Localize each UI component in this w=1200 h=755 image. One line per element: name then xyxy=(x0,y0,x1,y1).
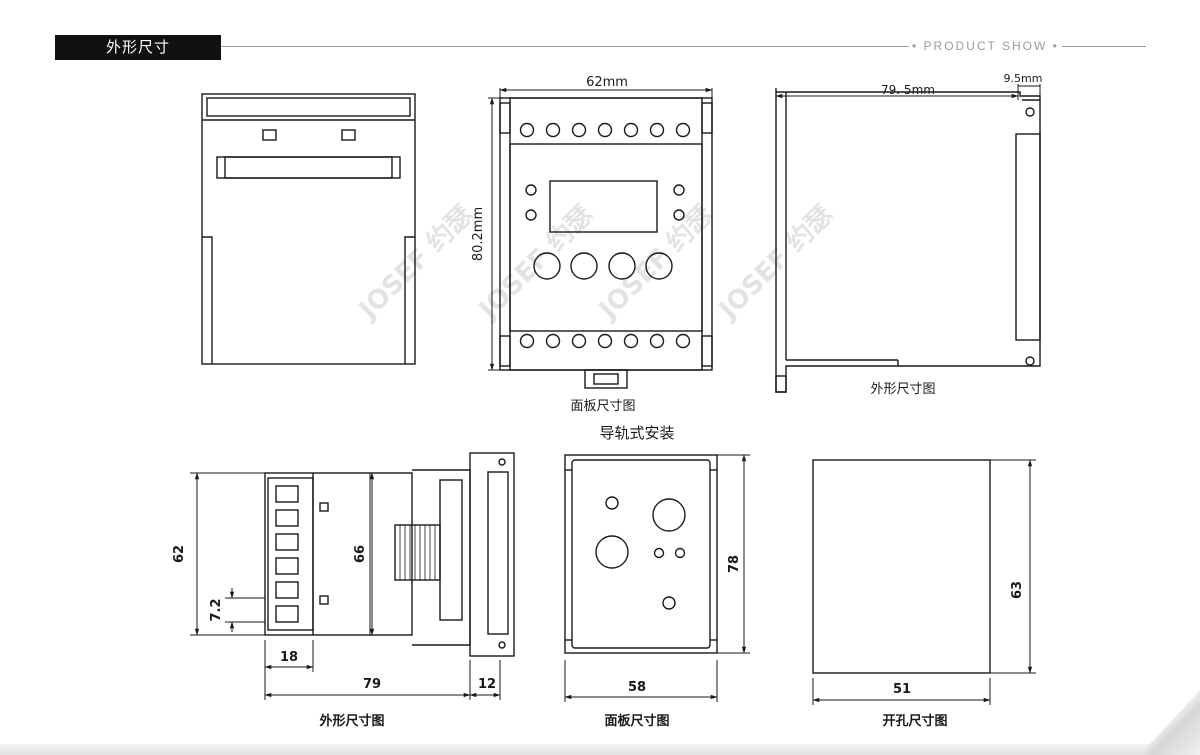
dim-66: 66 xyxy=(353,545,368,563)
side-caption: 外形尺寸图 xyxy=(870,382,935,397)
side-extra-label: 9.5mm xyxy=(1004,72,1043,85)
bottom-panel-caption: 面板尺寸图 xyxy=(604,713,669,729)
dim-51: 51 xyxy=(893,682,911,697)
watermark-4: JOSEF 约瑟 xyxy=(712,199,839,326)
dim-78: 78 xyxy=(727,555,742,573)
product-show-label: • PRODUCT SHOW • xyxy=(912,39,1059,53)
section-title: 外形尺寸 xyxy=(55,35,221,60)
dim-18: 18 xyxy=(280,650,298,665)
top-front-view xyxy=(488,87,713,389)
watermark-group: JOSEF 约瑟 JOSEF 约瑟 JOSEF 约瑟 JOSEF 约瑟 xyxy=(352,199,839,326)
side-depth-label: 79. 5mm xyxy=(881,83,935,97)
top-side-view xyxy=(775,84,1041,393)
top-left-view xyxy=(201,93,416,365)
front-width-label: 62mm xyxy=(586,75,628,90)
dim-79: 79 xyxy=(363,677,381,692)
bottom-side-view xyxy=(190,452,515,700)
header-rule-right xyxy=(1062,46,1146,47)
front-height-label: 80.2mm xyxy=(471,207,486,261)
bottom-cutout-caption: 开孔尺寸图 xyxy=(882,713,947,729)
dim-12: 12 xyxy=(478,677,496,692)
watermark-3: JOSEF 约瑟 xyxy=(592,199,719,326)
rail-mount-title: 导轨式安装 xyxy=(599,424,674,442)
dim-62: 62 xyxy=(172,545,187,563)
dim-7-2: 7.2 xyxy=(209,598,224,621)
page-bottom-shadow xyxy=(0,744,1200,755)
bottom-panel-view xyxy=(564,454,750,702)
bottom-cutout-view xyxy=(812,459,1036,705)
dim-63: 63 xyxy=(1010,581,1025,599)
front-caption: 面板尺寸图 xyxy=(570,399,635,414)
header-rule xyxy=(221,46,909,47)
bottom-side-caption: 外形尺寸图 xyxy=(318,713,384,729)
dim-58: 58 xyxy=(628,680,646,695)
